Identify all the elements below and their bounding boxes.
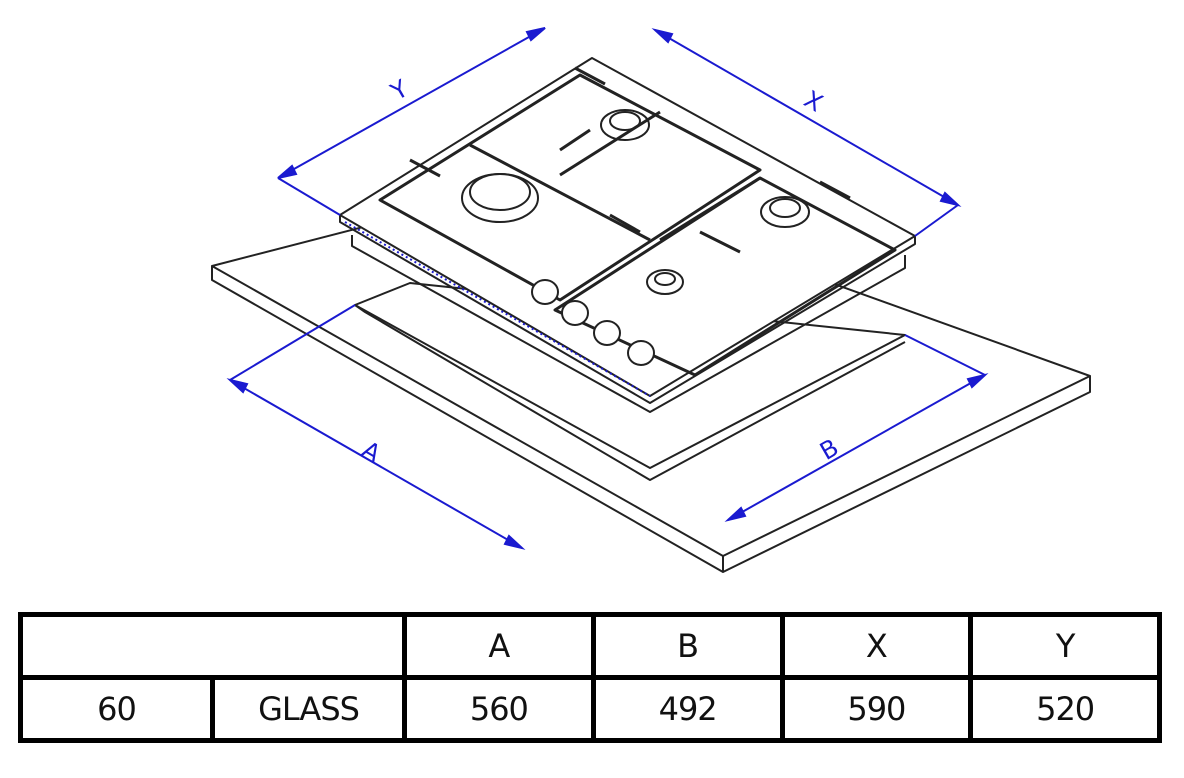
table-row: 60 GLASS 560 492 590 520 (18, 675, 1162, 743)
header-cell-blank (18, 612, 407, 680)
cell-b: 492 (590, 675, 785, 743)
table-header-row: A B X Y (18, 612, 1162, 680)
burner-front (646, 269, 684, 295)
header-cell-x: X (779, 612, 974, 680)
dimension-a (226, 304, 526, 550)
label-x: X (799, 85, 827, 117)
burner-large (461, 173, 539, 223)
dimension-y (277, 27, 546, 216)
dimension-x (651, 28, 962, 237)
control-knobs (531, 279, 655, 366)
cell-y: 520 (968, 675, 1162, 743)
burner-right (760, 196, 810, 228)
label-a: A (357, 436, 386, 469)
header-cell-y: Y (968, 612, 1162, 680)
dimensions-table: A B X Y 60 GLASS 560 492 590 520 (18, 612, 1162, 743)
cell-x: 590 (779, 675, 974, 743)
hob-dimension-drawing: Y X A B (211, 27, 1091, 573)
dimension-b (724, 334, 989, 522)
header-cell-b: B (590, 612, 785, 680)
cell-material: GLASS (210, 675, 407, 743)
cell-size: 60 (18, 675, 215, 743)
label-y: Y (385, 74, 413, 106)
header-cell-a: A (402, 612, 596, 680)
hob (339, 57, 916, 413)
cell-a: 560 (402, 675, 596, 743)
burner-rear (600, 109, 650, 141)
front-edge-marker (344, 221, 651, 397)
